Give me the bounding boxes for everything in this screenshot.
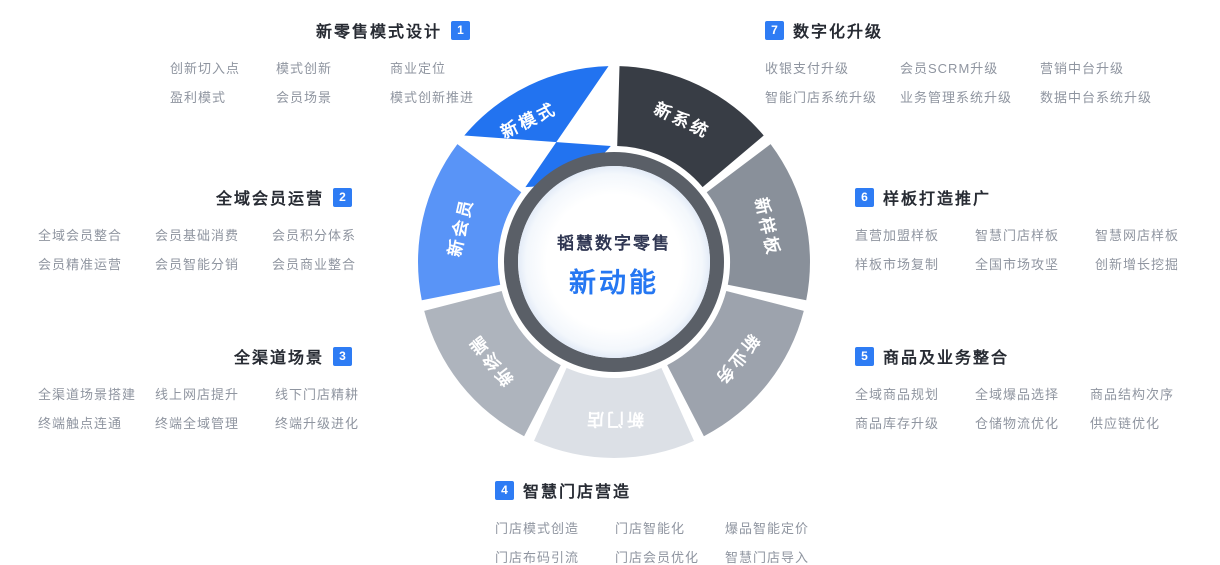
group-item: 收银支付升级 (765, 61, 850, 76)
group-title: 7 数字化升级 (765, 18, 1150, 42)
group-item: 智慧门店样板 (975, 228, 1060, 243)
group-item: 模式创新推进 (390, 90, 475, 105)
group-item: 会员商业整合 (272, 257, 357, 272)
group-item: 智慧门店导入 (725, 550, 810, 565)
group-title-text: 全域会员运营 (215, 191, 324, 208)
group-item: 全域爆品选择 (975, 387, 1060, 402)
group-item: 业务管理系统升级 (900, 90, 1013, 105)
wheel-segment-label: 新门店 (584, 410, 644, 430)
group-title: 5 商品及业务整合 (855, 344, 1175, 368)
group-digital-upgrade: 7 数字化升级 收银支付升级 会员SCRM升级 营销中台升级 智能门店系统升级 … (765, 18, 1153, 106)
group-item: 爆品智能定价 (725, 521, 810, 536)
group-item: 会员积分体系 (272, 228, 357, 243)
center-disc (518, 166, 710, 358)
group-new-retail-model-design: 新零售模式设计 1 创新切入点 模式创新 商业定位 盈利模式 会员场景 模式创新… (170, 18, 473, 106)
wheel-segment-new-store (534, 367, 694, 458)
group-item: 商业定位 (390, 61, 447, 76)
group-smart-store-building: 4 智慧门店营造 门店模式创造 门店智能化 爆品智能定价 门店布码引流 门店会员… (495, 478, 808, 565)
group-item: 会员基础消费 (155, 228, 240, 243)
group-number-badge: 4 (495, 480, 514, 500)
center-main-label: 新动能 (569, 268, 659, 298)
group-item: 仓储物流优化 (975, 416, 1060, 431)
group-item: 线下门店精耕 (275, 387, 360, 402)
wheel-center-text: 韬慧数字零售 新动能 (504, 229, 724, 300)
group-item: 供应链优化 (1090, 416, 1161, 431)
group-title: 全域会员运营 2 (38, 185, 352, 209)
group-item: 终端升级进化 (275, 416, 360, 431)
group-items: 直营加盟样板 智慧门店样板 智慧网店样板 样板市场复制 全国市场攻坚 创新增长挖… (855, 225, 1180, 273)
group-number-badge: 2 (333, 187, 352, 207)
group-item: 模式创新 (276, 61, 333, 76)
group-item: 创新增长挖掘 (1095, 257, 1180, 272)
group-title: 4 智慧门店营造 (495, 478, 805, 502)
group-title-text: 商品及业务整合 (883, 350, 1010, 367)
group-title-text: 智慧门店营造 (523, 484, 632, 501)
group-item: 门店模式创造 (495, 521, 580, 536)
group-title-text: 全渠道场景 (233, 350, 324, 367)
group-product-business-integration: 5 商品及业务整合 全域商品规划 全域爆品选择 商品结构次序 商品库存升级 仓储… (855, 344, 1175, 432)
group-title: 6 样板打造推广 (855, 185, 1177, 209)
group-items: 门店模式创造 门店智能化 爆品智能定价 门店布码引流 门店会员优化 智慧门店导入 (495, 518, 808, 565)
group-title-text: 新零售模式设计 (315, 24, 442, 41)
group-number-badge: 7 (765, 20, 784, 40)
group-number-badge: 6 (855, 187, 874, 207)
group-item: 会员场景 (276, 90, 333, 105)
group-item: 样板市场复制 (855, 257, 940, 272)
group-items: 全域商品规划 全域爆品选择 商品结构次序 商品库存升级 仓储物流优化 供应链优化 (855, 384, 1175, 432)
group-item: 门店智能化 (615, 521, 686, 536)
group-item: 商品库存升级 (855, 416, 940, 431)
wheel-segment-new-business (667, 291, 804, 437)
group-item: 智能门店系统升级 (765, 90, 878, 105)
group-item: 智慧网店样板 (1095, 228, 1180, 243)
group-items: 全渠道场景搭建 线上网店提升 线下门店精耕 终端触点连通 终端全域管理 终端升级… (38, 384, 358, 432)
group-title: 新零售模式设计 1 (170, 18, 470, 42)
group-item: 会员智能分销 (155, 257, 240, 272)
group-item: 全域商品规划 (855, 387, 940, 402)
group-item: 终端全域管理 (155, 416, 240, 431)
group-item: 全渠道场景搭建 (38, 387, 137, 402)
group-item: 线上网店提升 (155, 387, 240, 402)
center-ring (504, 152, 724, 372)
group-title-text: 样板打造推广 (883, 191, 992, 208)
wheel-segment-new-system (617, 66, 764, 188)
wheel-segment-new-terminal (424, 291, 561, 437)
group-items: 创新切入点 模式创新 商业定位 盈利模式 会员场景 模式创新推进 (170, 58, 473, 106)
group-item: 门店布码引流 (495, 550, 580, 565)
group-omnichannel-scenario: 全渠道场景 3 全渠道场景搭建 线上网店提升 线下门店精耕 终端触点连通 终端全… (38, 344, 358, 432)
group-number-badge: 3 (333, 346, 352, 366)
group-item: 数据中台系统升级 (1040, 90, 1153, 105)
group-item: 全国市场攻坚 (975, 257, 1060, 272)
group-item: 直营加盟样板 (855, 228, 940, 243)
group-item: 营销中台升级 (1040, 61, 1125, 76)
center-brand-label: 韬慧数字零售 (557, 234, 671, 253)
group-item: 会员SCRM升级 (900, 61, 999, 76)
group-item: 商品结构次序 (1090, 387, 1175, 402)
group-item: 会员精准运营 (38, 257, 123, 272)
group-title: 全渠道场景 3 (38, 344, 352, 368)
group-item: 盈利模式 (170, 90, 227, 105)
group-number-badge: 1 (451, 20, 470, 40)
group-item: 创新切入点 (170, 61, 241, 76)
group-number-badge: 5 (855, 346, 874, 366)
group-item: 门店会员优化 (615, 550, 700, 565)
wheel-segment-new-template (706, 144, 810, 301)
wheel-diagram: 新系统 新样板 新业务 新门店 新终端 新会员 新模式 (418, 66, 810, 458)
group-model-replication-promotion: 6 样板打造推广 直营加盟样板 智慧门店样板 智慧网店样板 样板市场复制 全国市… (855, 185, 1180, 273)
group-item: 终端触点连通 (38, 416, 123, 431)
group-items: 全域会员整合 会员基础消费 会员积分体系 会员精准运营 会员智能分销 会员商业整… (38, 225, 355, 273)
group-title-text: 数字化升级 (793, 24, 884, 41)
wheel-segment-new-model (464, 66, 611, 188)
wheel-segment-new-member (418, 144, 522, 301)
group-item: 全域会员整合 (38, 228, 123, 243)
group-omni-member-operation: 全域会员运营 2 全域会员整合 会员基础消费 会员积分体系 会员精准运营 会员智… (38, 185, 355, 273)
group-items: 收银支付升级 会员SCRM升级 营销中台升级 智能门店系统升级 业务管理系统升级… (765, 58, 1153, 106)
